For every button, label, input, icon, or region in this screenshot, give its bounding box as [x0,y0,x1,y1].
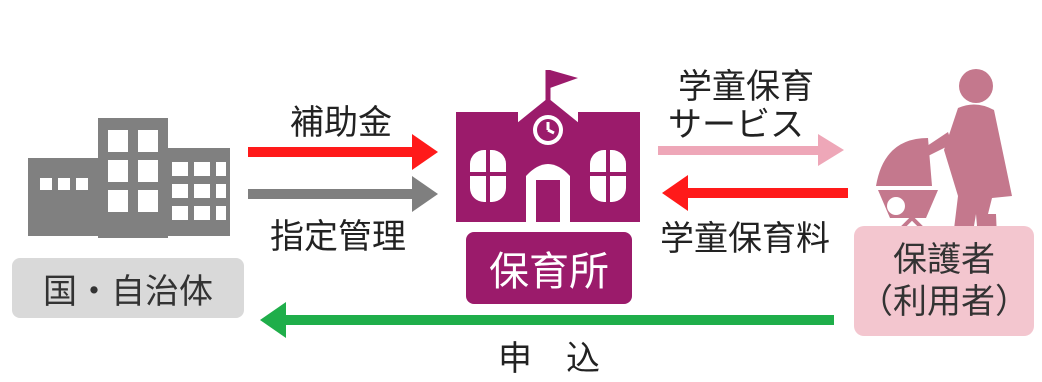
guardian-label-line1: 保護者 [893,239,995,280]
school-building-icon [456,70,640,222]
childcare-service-label-line1: 学童保育 [678,67,814,107]
nursery-box: 保育所 [466,232,632,304]
application-arrow [260,302,834,338]
designated-management-label: 指定管理 [270,217,406,257]
government-box: 国・自治体 [12,258,244,318]
childcare-service-label-line2: サービス [668,105,804,145]
subsidy-arrow [248,134,438,170]
government-label: 国・自治体 [43,271,213,312]
nursery-label: 保育所 [489,249,609,295]
building-icon [28,118,230,238]
guardian-label-line2: （利用者） [859,282,1029,322]
guardian-box: 保護者 （利用者） [854,226,1034,336]
childcare-fee-label: 学童保育料 [660,219,830,259]
childcare-service-arrow [658,134,844,166]
childcare-fee-arrow [662,175,848,211]
subsidy-label: 補助金 [290,103,392,143]
designated-management-arrow [248,176,438,212]
application-label: 申 込 [498,339,600,379]
